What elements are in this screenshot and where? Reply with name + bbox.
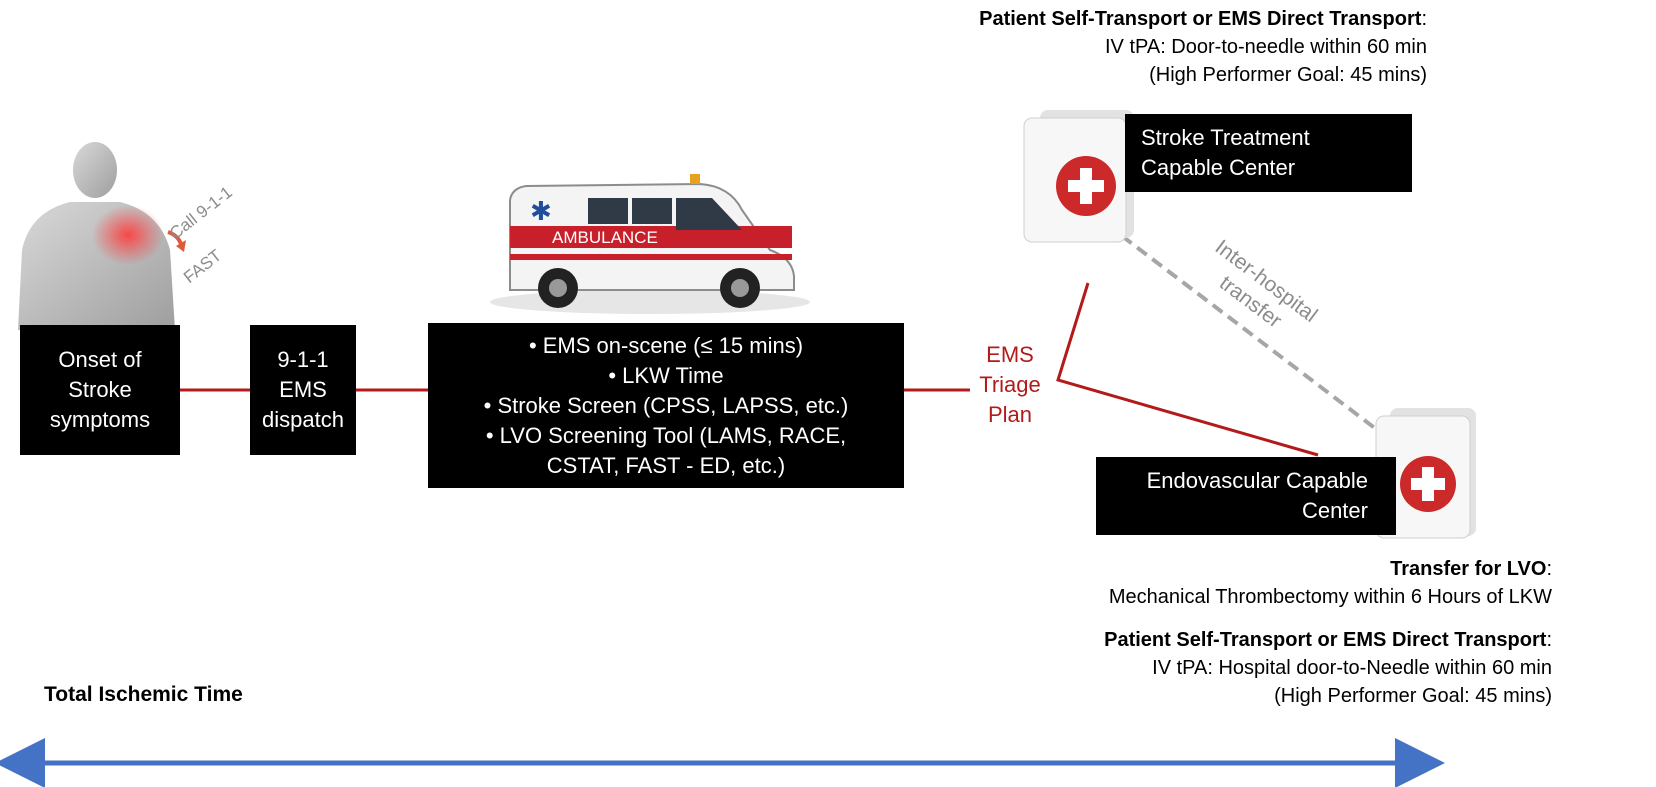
dispatch-line-3: dispatch xyxy=(262,407,344,432)
ems-onscene-box: • EMS on-scene (≤ 15 mins) • LKW Time • … xyxy=(428,323,904,488)
onset-stroke-box: Onset of Stroke symptoms xyxy=(20,325,180,455)
svg-text:✱: ✱ xyxy=(530,197,552,227)
stroke-treatment-center-box: Stroke Treatment Capable Center xyxy=(1125,114,1412,192)
ems-line-3: • Stroke Screen (CPSS, LAPSS, etc.) xyxy=(483,392,849,418)
transfer-dashed-line xyxy=(1120,234,1382,434)
triage-line-1: EMS xyxy=(986,342,1034,367)
ambulance-icon: ✱ AMBULANCE xyxy=(490,174,810,314)
ems-line-4: • LVO Screening Tool (LAMS, RACE, xyxy=(485,422,847,448)
ems-line-1: • EMS on-scene (≤ 15 mins) xyxy=(528,332,804,358)
bottom-note-line-2: (High Performer Goal: 45 mins) xyxy=(1274,685,1552,707)
ambulance-label: AMBULANCE xyxy=(552,228,658,247)
endovascular-hospital-icon xyxy=(1370,404,1480,540)
stroke-center-hospital-icon xyxy=(1018,104,1138,244)
onset-line-3: symptoms xyxy=(49,407,151,432)
ambulance-illustration: ✱ AMBULANCE xyxy=(480,170,820,320)
onset-line-1: Onset of xyxy=(58,347,142,372)
ems-line-2: • LKW Time xyxy=(608,362,724,388)
ems-line-5: CSTAT, FAST - ED, etc.) xyxy=(546,452,786,478)
top-note-title: Patient Self-Transport or EMS Direct Tra… xyxy=(979,8,1422,30)
bottom-transport-note: Patient Self-Transport or EMS Direct Tra… xyxy=(1104,626,1552,710)
bottom-note-title: Patient Self-Transport or EMS Direct Tra… xyxy=(1104,629,1547,651)
lvo-note-title: Transfer for LVO xyxy=(1390,558,1547,580)
endo-center-line-2: Center xyxy=(1301,498,1368,523)
patient-illustration: Call 9-1-1 FAST xyxy=(0,140,260,330)
triage-line-2: Triage xyxy=(979,372,1041,397)
stroke-center-line-1: Stroke Treatment xyxy=(1141,125,1310,150)
onset-line-2: Stroke xyxy=(68,377,132,402)
top-note-line-1: IV tPA: Door-to-needle within 60 min xyxy=(1104,36,1427,58)
triage-branch-line xyxy=(1056,282,1319,457)
dispatch-line-1: 9-1-1 xyxy=(277,347,329,372)
top-note-line-2: (High Performer Goal: 45 mins) xyxy=(1149,64,1427,86)
stroke-center-line-2: Capable Center xyxy=(1141,155,1296,180)
ems-dispatch-box: 9-1-1 EMS dispatch xyxy=(250,325,356,455)
endo-center-line-1: Endovascular Capable xyxy=(1146,468,1368,493)
bottom-note-line-1: IV tPA: Hospital door-to-Needle within 6… xyxy=(1152,657,1552,679)
triage-line-3: Plan xyxy=(987,402,1033,427)
lvo-transfer-note: Transfer for LVO: Mechanical Thrombectom… xyxy=(1109,555,1552,611)
lvo-note-line-1: Mechanical Thrombectomy within 6 Hours o… xyxy=(1108,586,1552,608)
endovascular-center-box: Endovascular Capable Center xyxy=(1096,457,1396,535)
dispatch-line-2: EMS xyxy=(279,377,327,402)
total-ischemic-time-label: Total Ischemic Time xyxy=(44,683,243,706)
patient-figure-icon xyxy=(18,142,186,330)
ems-triage-label: EMS Triage Plan xyxy=(972,340,1048,430)
top-transport-note: Patient Self-Transport or EMS Direct Tra… xyxy=(979,5,1427,89)
